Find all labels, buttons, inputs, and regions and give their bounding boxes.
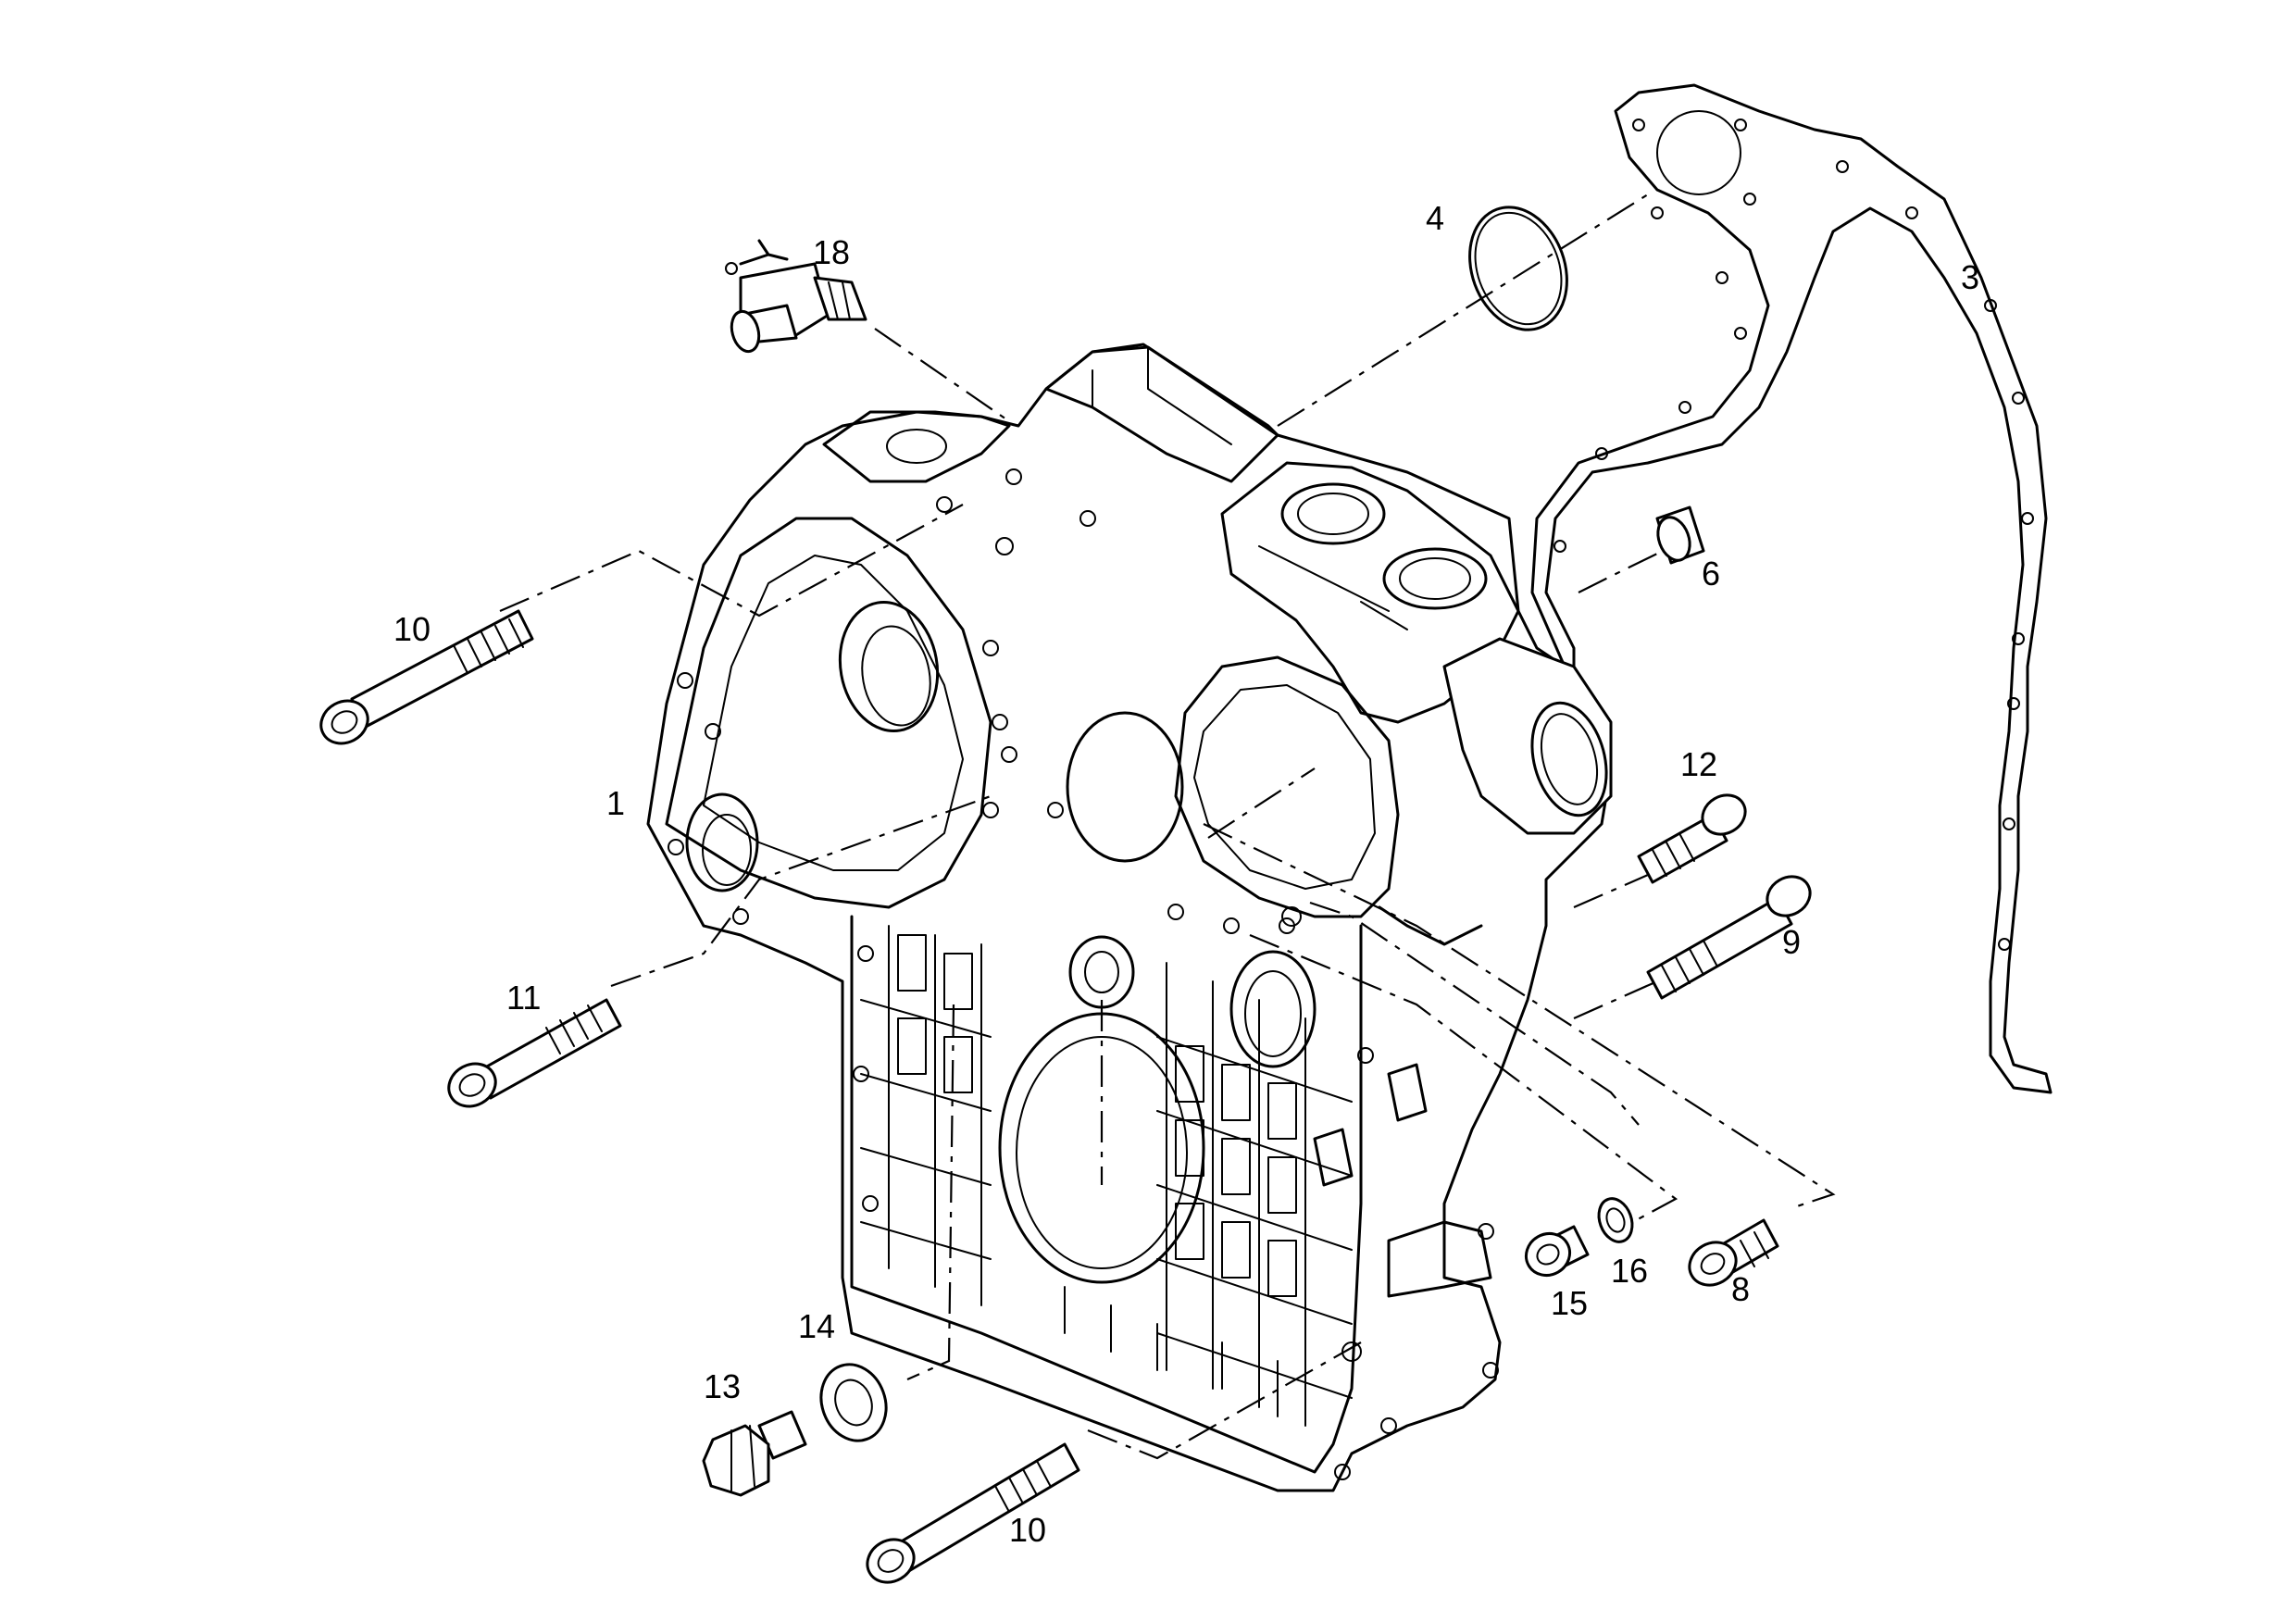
callout-9: 9 <box>1782 923 1801 961</box>
callout-15: 15 <box>1551 1284 1588 1322</box>
bolt-part-9 <box>1646 875 1812 1000</box>
callout-3: 3 <box>1961 258 1979 296</box>
sleeve-part-6 <box>1655 505 1705 565</box>
bolt-part-10-lower <box>866 1442 1080 1584</box>
bolt-part-11 <box>447 998 622 1108</box>
timing-housing-part-1 <box>646 343 1613 1492</box>
washer-part-16 <box>1597 1197 1634 1243</box>
callout-11: 11 <box>506 979 541 1017</box>
callout-13: 13 <box>704 1367 741 1405</box>
gasket-part-3 <box>1530 83 2053 1094</box>
bolt-part-10-upper <box>319 609 534 745</box>
callout-1: 1 <box>606 784 625 822</box>
callout-18: 18 <box>813 233 850 271</box>
leader-lines <box>499 193 1836 1460</box>
callout-6: 6 <box>1702 555 1720 593</box>
washer-part-14 <box>819 1363 888 1442</box>
plug-part-15 <box>1524 1225 1590 1278</box>
o-ring-part-4 <box>1468 206 1568 331</box>
callout-14: 14 <box>798 1307 835 1345</box>
sensor-part-18 <box>725 239 867 354</box>
callout-16: 16 <box>1611 1252 1648 1290</box>
callout-12: 12 <box>1680 745 1717 783</box>
bolt-part-12 <box>1637 793 1747 884</box>
callout-10-lower: 10 <box>1009 1511 1046 1549</box>
callout-10-upper: 10 <box>393 610 430 648</box>
plug-part-13 <box>702 1410 807 1497</box>
callout-8: 8 <box>1731 1270 1750 1308</box>
bolt-part-8 <box>1688 1218 1779 1287</box>
callout-4: 4 <box>1426 199 1444 237</box>
